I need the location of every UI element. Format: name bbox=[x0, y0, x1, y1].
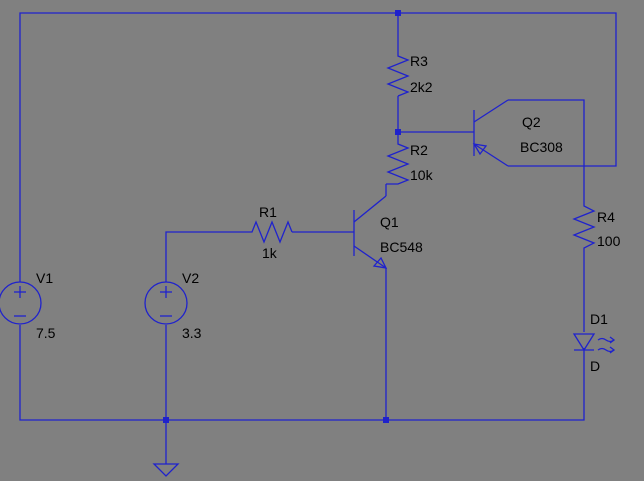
r1-value: 1k bbox=[262, 245, 278, 261]
v2-name: V2 bbox=[182, 270, 199, 286]
v1-symbol bbox=[0, 281, 42, 325]
q1-value: BC548 bbox=[380, 239, 423, 255]
voltage-source-v2[interactable]: V2 3.3 bbox=[144, 270, 202, 341]
q1-emitter bbox=[353, 245, 387, 269]
wire-ground-rail bbox=[19, 325, 585, 421]
junction-r3-r2 bbox=[395, 129, 401, 135]
junctions bbox=[163, 10, 401, 423]
junction-ground-right bbox=[383, 417, 389, 423]
v2-value: 3.3 bbox=[182, 325, 202, 341]
d1-name: D1 bbox=[590, 311, 608, 327]
wires bbox=[19, 12, 617, 464]
q2-collector bbox=[473, 99, 509, 123]
r2-value: 10k bbox=[410, 167, 434, 183]
transistor-q1[interactable]: Q1 BC548 bbox=[353, 195, 423, 269]
transistor-q2[interactable]: Q2 BC308 bbox=[472, 99, 563, 167]
r3-value: 2k2 bbox=[410, 79, 433, 95]
junction-top bbox=[395, 10, 401, 16]
q2-name: Q2 bbox=[522, 114, 541, 130]
wire-q2-collector bbox=[508, 99, 585, 200]
q2-emitter bbox=[473, 143, 509, 167]
resistor-r3[interactable]: R3 2k2 bbox=[386, 52, 433, 97]
resistor-r1[interactable]: R1 1k bbox=[248, 204, 293, 261]
wire-v2-to-r1 bbox=[165, 231, 248, 282]
q2-value: BC308 bbox=[520, 139, 563, 155]
r1-symbol bbox=[248, 220, 293, 244]
r2-symbol bbox=[386, 140, 410, 185]
r4-symbol bbox=[572, 200, 596, 252]
led-d1[interactable]: D1 D bbox=[572, 311, 616, 374]
junction-ground-left bbox=[163, 417, 169, 423]
v1-value: 7.5 bbox=[36, 325, 56, 341]
r1-name: R1 bbox=[259, 204, 277, 220]
d1-triangle bbox=[572, 333, 596, 352]
ground-icon bbox=[152, 463, 180, 477]
q2-emitter-arrow bbox=[472, 143, 488, 156]
r4-name: R4 bbox=[597, 209, 615, 225]
resistor-r2[interactable]: R2 10k bbox=[386, 140, 434, 185]
r3-name: R3 bbox=[410, 53, 428, 69]
v1-name: V1 bbox=[36, 270, 53, 286]
r2-name: R2 bbox=[410, 142, 428, 158]
d1-value: D bbox=[590, 358, 600, 374]
q1-name: Q1 bbox=[380, 214, 399, 230]
wire-top-rail bbox=[19, 12, 617, 282]
r3-symbol bbox=[386, 52, 410, 97]
r4-value: 100 bbox=[597, 233, 621, 249]
v2-symbol bbox=[144, 281, 188, 325]
q1-emitter-arrow bbox=[372, 256, 388, 269]
q1-collector bbox=[353, 195, 387, 223]
voltage-source-v1[interactable]: V1 7.5 bbox=[0, 270, 56, 341]
light-emission-icon bbox=[597, 336, 616, 354]
resistor-r4[interactable]: R4 100 bbox=[572, 200, 621, 252]
